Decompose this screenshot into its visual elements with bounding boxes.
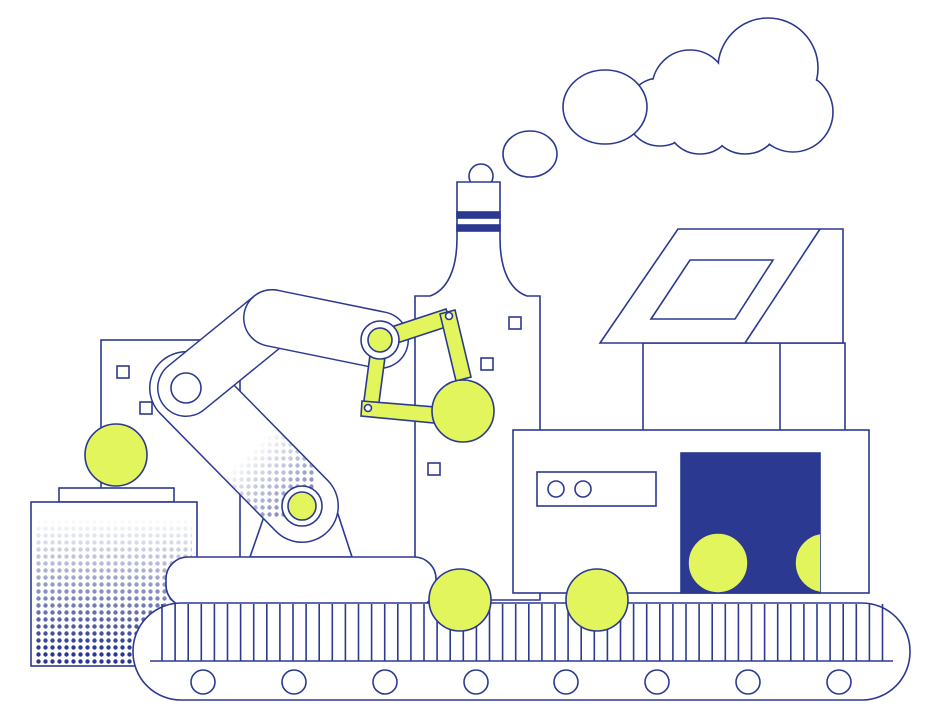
robot-gripper: [360, 308, 495, 443]
conveyor-wheel: [190, 669, 216, 695]
roof-structure: [598, 228, 846, 434]
storage-box: [30, 487, 198, 667]
ball: [687, 532, 749, 593]
ball: [428, 568, 492, 632]
conveyor-wheel: [372, 669, 398, 695]
ball: [84, 423, 148, 487]
window: [508, 316, 522, 330]
conveyor-wheel: [463, 669, 489, 695]
joint: [170, 372, 202, 404]
smoke-puff: [502, 130, 558, 178]
cloud: [562, 17, 834, 155]
machine: [512, 429, 870, 594]
ball: [565, 568, 629, 632]
window: [427, 462, 441, 476]
conveyor-belt: [132, 602, 911, 701]
ball: [794, 532, 820, 593]
ball: [431, 379, 495, 443]
conveyor-wheel: [281, 669, 307, 695]
skylight: [649, 259, 775, 320]
robot-base: [165, 556, 437, 608]
panel-button: [547, 480, 565, 498]
panel-button: [574, 480, 592, 498]
conveyor-wheel: [644, 669, 670, 695]
conveyor-wheel: [826, 669, 852, 695]
conveyor-wheel: [553, 669, 579, 695]
window: [116, 365, 130, 379]
window: [480, 357, 494, 371]
window: [139, 401, 153, 415]
conveyor-wheel: [735, 669, 761, 695]
